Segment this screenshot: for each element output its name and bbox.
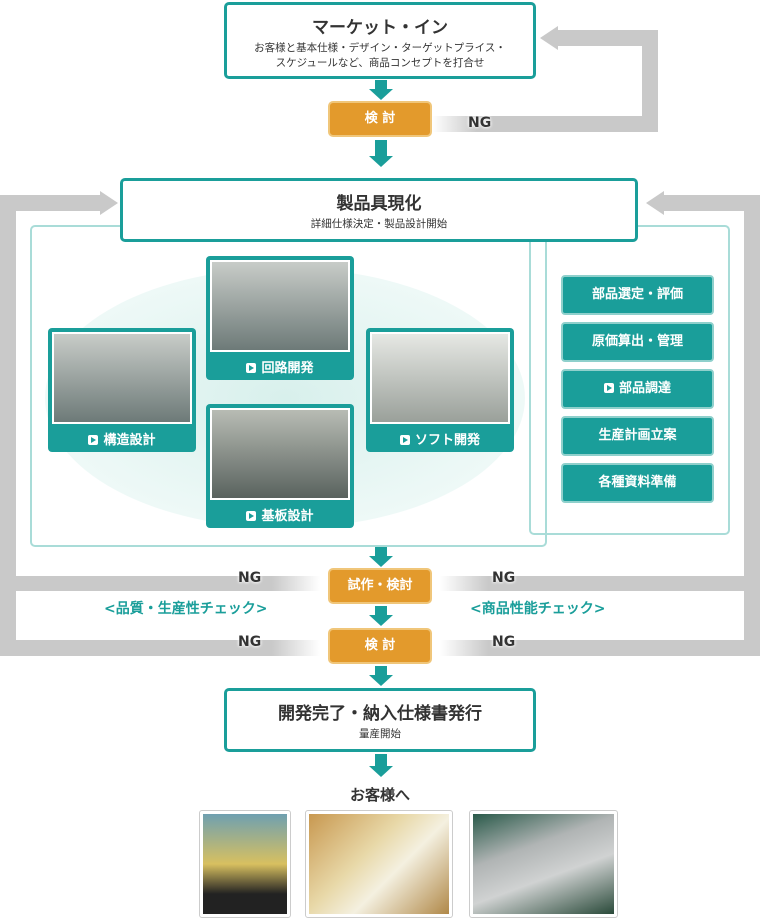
- ng-loop-right: [744, 195, 760, 656]
- ng-label: NG: [468, 115, 492, 131]
- product-photo: [469, 810, 618, 918]
- ng-loop-left: [0, 195, 16, 656]
- ng-loop-left-top: [0, 195, 100, 211]
- market-in-desc: スケジュールなど、商品コンセプトを打合せ: [275, 57, 485, 69]
- market-in-title: マーケット・イン: [312, 18, 448, 38]
- card-label: 構造設計: [103, 433, 156, 448]
- complete-desc: 量産開始: [359, 728, 401, 740]
- product-photo: [199, 810, 291, 918]
- card-label: ソフト開発: [414, 433, 480, 448]
- ng-loop-right-mid: [440, 576, 760, 591]
- market-in-box: マーケット・イン お客様と基本仕様・デザイン・ターゲットプライス・ スケジュール…: [224, 2, 536, 79]
- parts-selection: 部品選定・評価: [561, 275, 714, 315]
- ng-loop-left-bottom: [0, 640, 320, 656]
- card-circuit-dev[interactable]: 回路開発: [206, 256, 354, 380]
- photo: [210, 408, 350, 500]
- ng-label: NG: [492, 634, 516, 650]
- ng-loop-right-bottom: [440, 640, 760, 656]
- play-icon: [246, 511, 257, 521]
- card-software-dev[interactable]: ソフト開発: [366, 328, 514, 452]
- complete-title: 開発完了・納入仕様書発行: [278, 704, 482, 724]
- ng-loop-1-top: [556, 30, 656, 46]
- play-icon: [603, 383, 614, 393]
- realize-desc: 詳細仕様決定・製品設計開始: [310, 218, 448, 230]
- play-icon: [88, 435, 99, 445]
- performance-check-label: <商品性能チェック>: [470, 601, 606, 617]
- complete-box: 開発完了・納入仕様書発行 量産開始: [224, 688, 536, 752]
- ng-arrow-icon: [100, 191, 118, 215]
- photo: [370, 332, 510, 424]
- documentation: 各種資料準備: [561, 463, 714, 503]
- ng-loop-right-top: [664, 195, 760, 211]
- production-planning: 生産計画立案: [561, 416, 714, 456]
- down-arrow-icon: [369, 606, 393, 626]
- cost-calculation: 原価算出・管理: [561, 322, 714, 362]
- realize-title: 製品具現化: [336, 194, 422, 214]
- photo: [210, 260, 350, 352]
- product-photo: [305, 810, 453, 918]
- card-label: 回路開発: [261, 361, 314, 376]
- play-icon: [399, 435, 410, 445]
- ng-label: NG: [238, 570, 262, 586]
- ng-arrow-icon: [646, 191, 664, 215]
- card-board-design[interactable]: 基板設計: [206, 404, 354, 528]
- to-customer-label: お客様へ: [349, 786, 410, 804]
- down-arrow-icon: [369, 666, 393, 686]
- ng-loop-left-mid: [0, 576, 320, 591]
- review-step-1: 検 討: [328, 101, 432, 137]
- card-structure-design[interactable]: 構造設計: [48, 328, 196, 452]
- photo: [52, 332, 192, 424]
- parts-procurement-link[interactable]: 部品調達: [561, 369, 714, 409]
- trial-review-step: 試作・検討: [328, 568, 432, 604]
- down-arrow-icon: [369, 140, 393, 167]
- ng-label: NG: [238, 634, 262, 650]
- market-in-desc: お客様と基本仕様・デザイン・ターゲットプライス・: [254, 42, 506, 54]
- down-arrow-icon: [369, 547, 393, 567]
- ng-loop-1-vertical: [642, 30, 658, 132]
- ng-loop-1: [432, 116, 656, 132]
- quality-check-label: <品質・生産性チェック>: [104, 601, 268, 617]
- down-arrow-icon: [369, 80, 393, 100]
- ng-arrow-icon: [540, 26, 558, 50]
- review-step-2: 検 討: [328, 628, 432, 664]
- label: 部品調達: [618, 381, 671, 396]
- ng-label: NG: [492, 570, 516, 586]
- realize-box: 製品具現化 詳細仕様決定・製品設計開始: [120, 178, 638, 242]
- card-label: 基板設計: [261, 509, 314, 524]
- down-arrow-icon: [369, 754, 393, 777]
- play-icon: [246, 363, 257, 373]
